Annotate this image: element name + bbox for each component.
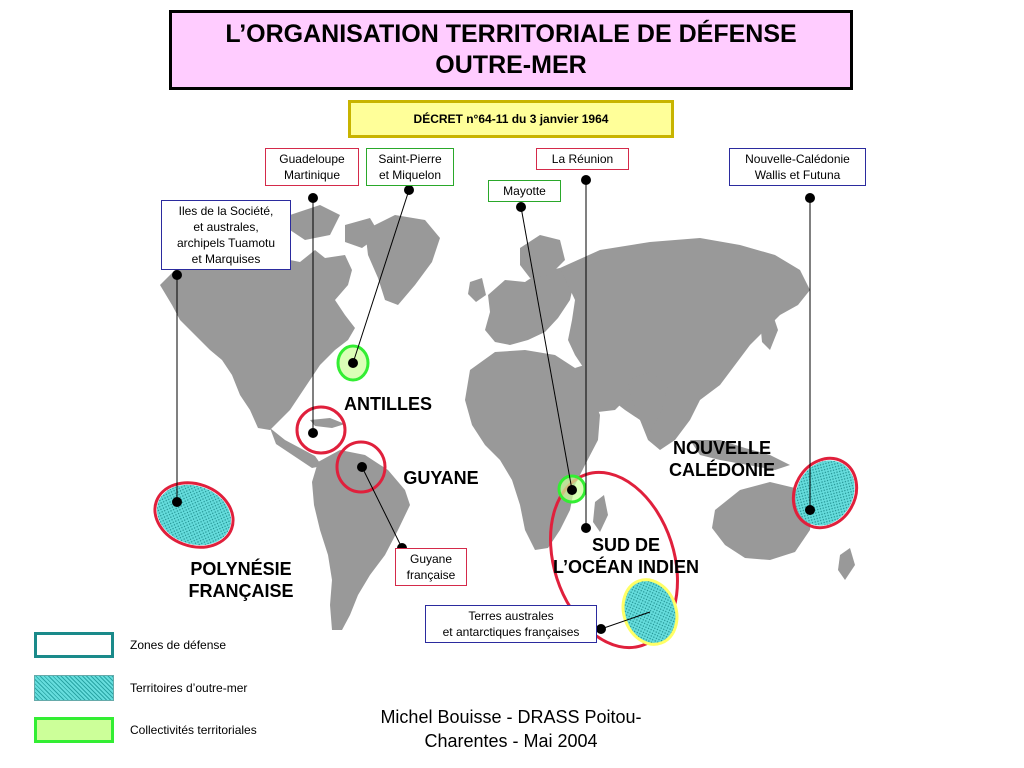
zone-polynesie (153, 481, 235, 549)
arctic-islands (290, 205, 340, 240)
india (628, 372, 668, 432)
british-isles (468, 278, 486, 302)
legend-territoires: Territoires d’outre-mer (130, 681, 248, 695)
leader-lines (176, 180, 811, 630)
label-saint-pierre-miquelon: Saint-Pierre et Miquelon (366, 148, 454, 186)
australia (712, 482, 812, 560)
japan (760, 312, 778, 350)
decret-box: DÉCRET n°64-11 du 3 janvier 1964 (348, 100, 674, 138)
legend-zones: Zones de défense (130, 638, 227, 652)
arabia (575, 360, 630, 412)
label-guyane-francaise: Guyane française (395, 548, 467, 586)
region-nouvelle-caledonie: NOUVELLE CALÉDONIE (668, 438, 775, 480)
africa (465, 350, 600, 550)
footer-credit: Michel Bouisse - DRASS Poitou- Charentes… (380, 707, 642, 751)
new-zealand (838, 548, 855, 580)
label-la-reunion: La Réunion (536, 148, 629, 170)
greenland (365, 215, 440, 305)
southeast-asia (690, 440, 790, 470)
title-line-2: OUTRE-MER (435, 51, 587, 79)
scandinavia (520, 235, 565, 278)
label-terres-australes: Terres australes et antarctiques françai… (425, 605, 597, 643)
region-polynesie: POLYNÉSIE FRANÇAISE (188, 559, 294, 601)
region-guyane: GUYANE (403, 468, 479, 488)
central-america (270, 428, 322, 468)
label-iles-societe: Iles de la Société, et australes, archip… (161, 200, 291, 270)
page-title: L’ORGANISATION TERRITORIALE DE DÉFENSE O… (169, 10, 853, 90)
zone-guyane (335, 440, 387, 494)
europe (485, 268, 575, 345)
label-mayotte: Mayotte (488, 180, 561, 202)
legend-swatch-territoires (34, 675, 114, 701)
north-america (160, 250, 355, 430)
region-sud-ocean-indien: SUD DE L’OCÉAN INDIEN (552, 535, 699, 577)
zone-antilles (295, 405, 347, 455)
legend-swatch-collectivites (34, 717, 114, 743)
zone-nouvelle-caledonie (791, 456, 859, 530)
south-america (312, 450, 410, 630)
label-guadeloupe-martinique: Guadeloupe Martinique (265, 148, 359, 186)
caribbean (310, 418, 345, 428)
land-masses (160, 205, 855, 630)
madagascar (593, 495, 608, 532)
label-nouvelle-caledonie-wallis: Nouvelle-Calédonie Wallis et Futuna (729, 148, 866, 186)
legend-swatch-zones (34, 632, 114, 658)
title-line-1: L’ORGANISATION TERRITORIALE DE DÉFENSE (225, 20, 797, 48)
region-antilles: ANTILLES (344, 394, 432, 414)
territoire-polynesie (156, 484, 232, 546)
legend-collectivites: Collectivités territoriales (130, 723, 257, 737)
